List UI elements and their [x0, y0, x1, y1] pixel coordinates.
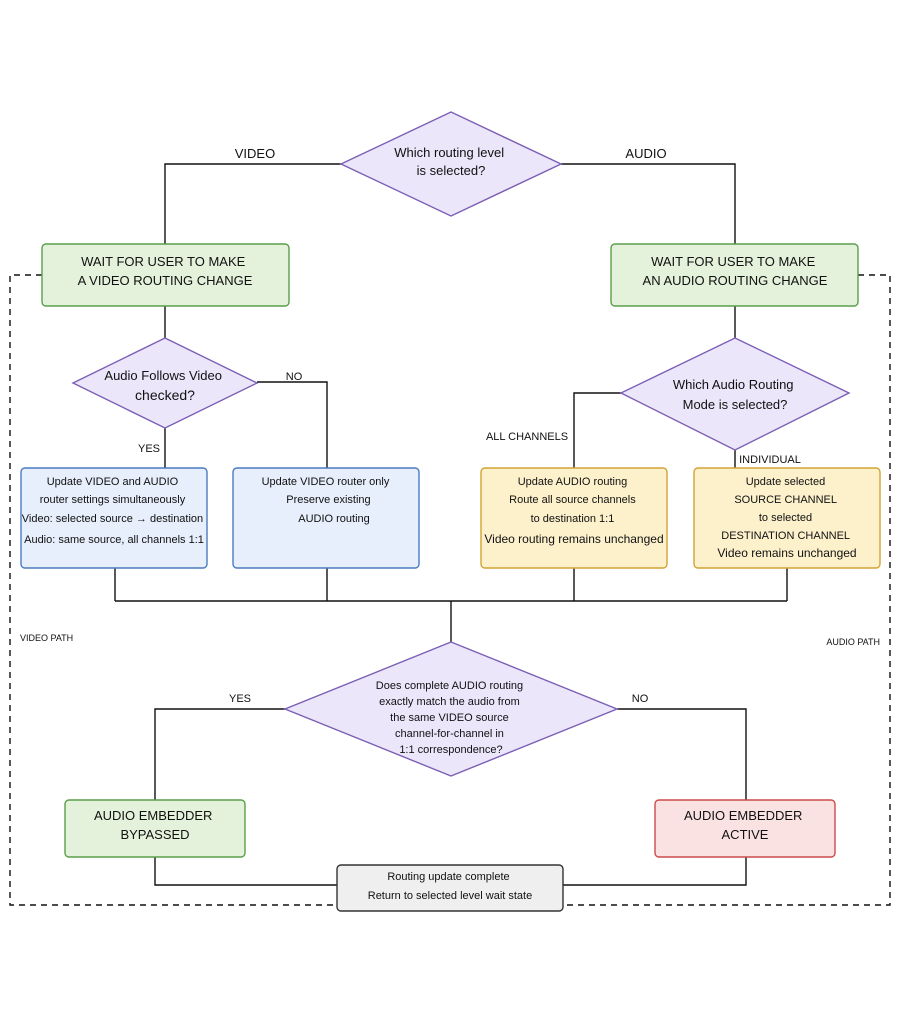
- top-decision: Which routing level is selected?: [339, 111, 563, 217]
- embedder-active-line: ACTIVE: [722, 827, 769, 842]
- audio-path-loop: [563, 274, 891, 906]
- update-audio-all-line: Update AUDIO routing: [518, 476, 627, 488]
- wait-video-line: A VIDEO ROUTING CHANGE: [78, 273, 253, 288]
- update-video-audio-line: Audio: same source, all channels 1:1: [24, 534, 204, 546]
- match-decision-line: the same VIDEO source: [390, 712, 509, 724]
- wait-audio-line: AN AUDIO ROUTING CHANGE: [643, 273, 828, 288]
- match-decision-line: Does complete AUDIO routing: [376, 680, 523, 692]
- audio-mode-line: Which Audio Routing: [673, 377, 794, 392]
- embedder-active-box: AUDIO EMBEDDER ACTIVE: [654, 799, 836, 858]
- update-audio-individual-box: Update selected SOURCE CHANNEL to select…: [693, 467, 881, 569]
- update-audio-all-line: to destination 1:1: [531, 513, 615, 525]
- svg-text:Does complete AUDIO routing: Does complete AUDIO routing exactly matc…: [376, 680, 526, 756]
- svg-text:AUDIO EMBEDDER BYPASSED: AUDIO EMBEDDER BYPASSED: [94, 808, 216, 842]
- update-video-audio-line: Update VIDEO and AUDIO: [47, 476, 179, 488]
- update-audio-all-line: Video routing remains unchanged: [484, 532, 663, 546]
- match-decision-line: channel-for-channel in: [395, 728, 504, 740]
- connector-mode-all: [573, 392, 623, 468]
- update-audio-individual-line: Update selected: [746, 476, 826, 488]
- afv-yes-label: YES: [138, 443, 160, 455]
- update-audio-individual-line: Video remains unchanged: [717, 546, 856, 560]
- routing-complete-line: Routing update complete: [387, 871, 509, 883]
- audio-mode-decision: Which Audio Routing Mode is selected?: [619, 337, 851, 451]
- afv-decision: Audio Follows Video checked?: [71, 337, 259, 429]
- update-video-audio-box: Update VIDEO and AUDIO router settings s…: [20, 467, 208, 569]
- branch-video-label: VIDEO: [235, 146, 275, 161]
- video-path-loop: [9, 274, 337, 906]
- afv-decision-line: checked?: [135, 387, 195, 403]
- svg-text:Audio Follows Video chec: Audio Follows Video checked?: [104, 368, 225, 403]
- connector-match-no: [617, 708, 747, 800]
- update-video-only-line: Preserve existing: [286, 494, 370, 506]
- embedder-bypassed-line: AUDIO EMBEDDER: [94, 808, 212, 823]
- update-video-audio-line: Video: selected source → destination: [22, 513, 203, 525]
- wait-audio-box: WAIT FOR USER TO MAKE AN AUDIO ROUTING C…: [610, 243, 859, 307]
- svg-text:Routing update complete: Routing update complete Return to select…: [368, 871, 532, 902]
- embedder-bypassed-line: BYPASSED: [120, 827, 189, 842]
- wait-audio-line: WAIT FOR USER TO MAKE: [651, 254, 816, 269]
- match-decision: Does complete AUDIO routing exactly matc…: [283, 641, 619, 777]
- match-decision-line: 1:1 correspondence?: [399, 744, 502, 756]
- top-decision-line: Which routing level: [394, 145, 504, 160]
- routing-complete-box: Routing update complete Return to select…: [336, 864, 564, 912]
- svg-text:Update VIDEO and AUDIO r: Update VIDEO and AUDIO router settings s…: [22, 476, 206, 546]
- update-video-only-line: AUDIO routing: [298, 513, 370, 525]
- svg-text:Which routing level is s: Which routing level is selected?: [394, 145, 507, 178]
- svg-text:Update VIDEO router only: Update VIDEO router only Preserve existi…: [262, 476, 393, 525]
- update-video-only-box: Update VIDEO router only Preserve existi…: [232, 467, 420, 569]
- svg-text:Update selected SOURCE C: Update selected SOURCE CHANNEL to select…: [717, 476, 856, 560]
- update-audio-individual-line: DESTINATION CHANNEL: [721, 530, 850, 542]
- svg-text:AUDIO EMBEDDER ACTIVE: AUDIO EMBEDDER ACTIVE: [684, 808, 806, 842]
- connector-match-yes: [154, 708, 285, 800]
- update-video-audio-line: router settings simultaneously: [40, 494, 186, 506]
- update-audio-all-box: Update AUDIO routing Route all source ch…: [480, 467, 668, 569]
- svg-text:Update AUDIO routing Rou: Update AUDIO routing Route all source ch…: [484, 476, 663, 546]
- connector-afv-no: [257, 381, 328, 468]
- individual-label: INDIVIDUAL: [739, 454, 801, 466]
- connector-top-to-video: [164, 163, 341, 244]
- update-video-only-line: Update VIDEO router only: [262, 476, 390, 488]
- afv-no-label: NO: [286, 371, 303, 383]
- audio-mode-line: Mode is selected?: [683, 397, 788, 412]
- embedder-active-line: AUDIO EMBEDDER: [684, 808, 802, 823]
- match-decision-line: exactly match the audio from: [379, 696, 520, 708]
- all-channels-label: ALL CHANNELS: [486, 431, 568, 443]
- match-no-label: NO: [632, 693, 649, 705]
- top-decision-line: is selected?: [417, 163, 486, 178]
- wait-video-box: WAIT FOR USER TO MAKE A VIDEO ROUTING CH…: [41, 243, 290, 307]
- match-yes-label: YES: [229, 693, 251, 705]
- branch-audio-label: AUDIO: [625, 146, 666, 161]
- video-path-label: VIDEO PATH: [20, 633, 73, 643]
- wait-video-line: WAIT FOR USER TO MAKE: [81, 254, 246, 269]
- update-audio-all-line: Route all source channels: [509, 494, 636, 506]
- svg-text:WAIT FOR USER TO MAKE AN: WAIT FOR USER TO MAKE AN AUDIO ROUTING C…: [643, 254, 828, 288]
- connectors: [114, 163, 788, 886]
- connector-bypassed-to-complete: [154, 857, 337, 886]
- afv-decision-line: Audio Follows Video: [104, 368, 222, 383]
- connector-active-to-complete: [563, 857, 747, 886]
- svg-text:Which Audio Routing Mode: Which Audio Routing Mode is selected?: [673, 377, 797, 412]
- routing-complete-line: Return to selected level wait state: [368, 890, 532, 902]
- embedder-bypassed-box: AUDIO EMBEDDER BYPASSED: [64, 799, 246, 858]
- update-audio-individual-line: to selected: [759, 512, 812, 524]
- audio-path-label: AUDIO PATH: [826, 637, 880, 647]
- svg-text:WAIT FOR USER TO MAKE A: WAIT FOR USER TO MAKE A VIDEO ROUTING CH…: [78, 254, 253, 288]
- connector-top-to-audio: [561, 163, 736, 244]
- update-audio-individual-line: SOURCE CHANNEL: [734, 494, 837, 506]
